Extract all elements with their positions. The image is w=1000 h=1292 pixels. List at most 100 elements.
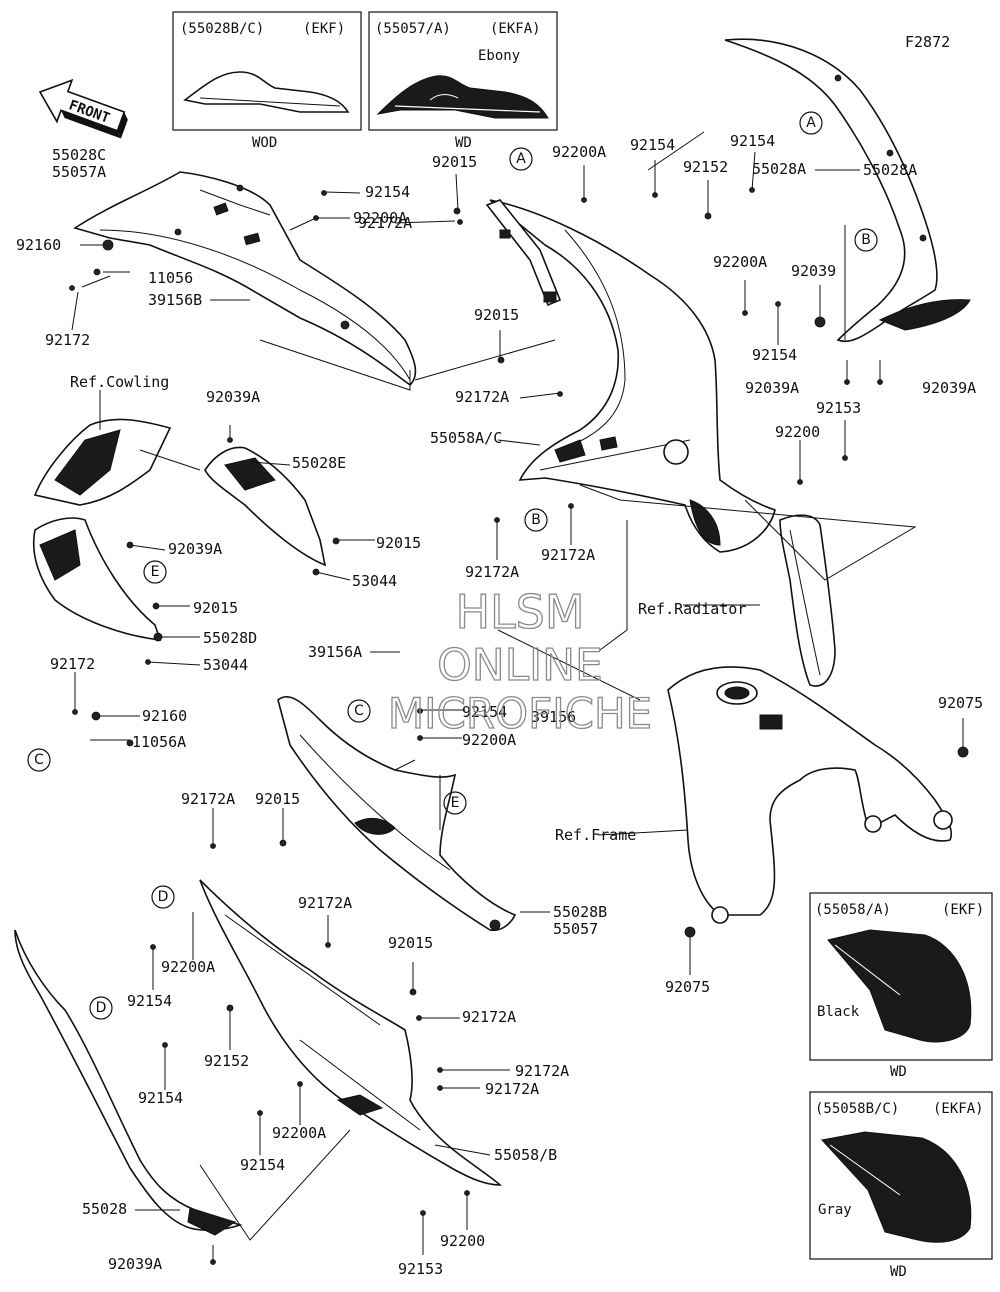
variant-code: (55028B/C)	[180, 21, 264, 37]
part-label: 92172	[50, 655, 95, 673]
svg-text:ONLINE: ONLINE	[437, 640, 603, 691]
variant-box-ekfa-lower: (55058B/C) (EKFA) Gray WD	[809, 1091, 993, 1280]
ref-radiator-label: Ref.Radiator	[638, 600, 746, 618]
side-duct-part	[32, 517, 162, 641]
part-label: 92200A	[462, 731, 516, 749]
part-label: 11056	[148, 269, 193, 287]
svg-text:D: D	[158, 889, 169, 905]
part-label: 92075	[938, 694, 983, 712]
frame-ref-part	[667, 666, 953, 924]
variant-region: (EKFA)	[490, 21, 541, 37]
variant-color: Gray	[818, 1202, 852, 1218]
part-label: 92039A	[206, 388, 260, 406]
part-label: 92039A	[168, 540, 222, 558]
variant-color: Black	[817, 1004, 860, 1020]
variant-color: Ebony	[478, 48, 520, 64]
figure-code: F2872	[905, 33, 950, 51]
variant-code: (55058B/C)	[815, 1101, 899, 1117]
svg-text:D: D	[96, 1000, 107, 1016]
leader-lines	[71, 131, 964, 1265]
part-label: 55028E	[292, 454, 346, 472]
part-label: 39156A	[308, 643, 362, 661]
part-label: 92200	[440, 1232, 485, 1250]
part-label: 92039	[791, 262, 836, 280]
part-label: 55028A	[863, 161, 917, 179]
part-label: 92160	[142, 707, 187, 725]
callout-b-bottom: B	[524, 508, 548, 532]
part-label: 55057A	[52, 163, 106, 181]
part-label: 92015	[388, 934, 433, 952]
part-label: 92015	[376, 534, 421, 552]
side-strip-part	[724, 38, 971, 343]
callout-d-left: D	[89, 996, 113, 1020]
part-label: 92015	[432, 153, 477, 171]
ref-frame-label: Ref.Frame	[555, 826, 636, 844]
part-label: 55028A	[752, 160, 806, 178]
inner-duct-part	[204, 446, 327, 567]
part-label: 55057	[553, 920, 598, 938]
part-label: 92039A	[745, 379, 799, 397]
lower-panel-part	[277, 696, 517, 932]
part-label: 39156	[531, 708, 576, 726]
variant-caption: WD	[455, 135, 472, 151]
part-label: 55028D	[203, 629, 257, 647]
variant-caption: WOD	[252, 135, 277, 151]
svg-text:HLSM: HLSM	[455, 585, 584, 639]
part-label: 92200A	[552, 143, 606, 161]
svg-text:MICROFICHE: MICROFICHE	[388, 689, 652, 738]
part-label: 92172A	[298, 894, 352, 912]
part-label: 92172A	[541, 546, 595, 564]
part-label: 92154	[138, 1089, 183, 1107]
part-label: 39156B	[148, 291, 202, 309]
callout-c-mid: C	[347, 699, 371, 723]
part-label: 92172A	[515, 1062, 569, 1080]
part-label: 53044	[203, 656, 248, 674]
svg-text:B: B	[861, 232, 871, 248]
part-label: 53044	[352, 572, 397, 590]
part-label: 92015	[474, 306, 519, 324]
variant-caption: WD	[890, 1264, 907, 1280]
callout-e-mid: E	[443, 791, 467, 815]
callout-markers: A A B B C C D D E E	[27, 111, 878, 1020]
watermark: HLSM ONLINE MICROFICHE	[387, 584, 652, 738]
ref-cowling-label: Ref.Cowling	[70, 373, 169, 391]
svg-text:C: C	[34, 752, 44, 768]
part-label: 92154	[240, 1156, 285, 1174]
part-label: 11056A	[132, 733, 186, 751]
part-label: 92154	[730, 132, 775, 150]
callout-b-top: B	[854, 228, 878, 252]
part-label: 92153	[398, 1260, 443, 1278]
part-label: 92154	[630, 136, 675, 154]
part-label: 92039A	[922, 379, 976, 397]
part-label: 55028B	[553, 903, 607, 921]
callout-a-right: A	[799, 111, 823, 135]
part-label: 92154	[365, 183, 410, 201]
variant-box-ekfa-upper: (55057/A) (EKFA) Ebony WD	[368, 11, 558, 151]
front-arrow-icon: FRONT	[38, 78, 128, 139]
variant-region: (EKFA)	[933, 1101, 984, 1117]
part-label: 92015	[193, 599, 238, 617]
part-label: 92172	[45, 331, 90, 349]
upper-cowl-part	[73, 171, 417, 387]
callout-e-left: E	[143, 560, 167, 584]
part-label: 92153	[816, 399, 861, 417]
part-label: 92152	[683, 158, 728, 176]
variant-caption: WD	[890, 1064, 907, 1080]
part-labels: 55028C 55057A 92160 11056 92172 39156B 9…	[16, 132, 983, 1278]
part-label: 92172A	[462, 1008, 516, 1026]
svg-text:E: E	[151, 564, 160, 580]
svg-text:A: A	[806, 115, 816, 131]
part-label: 55028	[82, 1200, 127, 1218]
variant-code: (55057/A)	[375, 21, 451, 37]
part-label: 92172A	[465, 563, 519, 581]
part-label: 92160	[16, 236, 61, 254]
variant-box-ekf-upper: (55028B/C) (EKF) WOD	[172, 11, 362, 151]
part-label: 55028C	[52, 146, 106, 164]
variant-region: (EKF)	[303, 21, 345, 37]
callout-a-left: A	[509, 147, 533, 171]
svg-text:A: A	[516, 151, 526, 167]
part-label: 92075	[665, 978, 710, 996]
svg-text:C: C	[354, 703, 364, 719]
part-label: 92172A	[455, 388, 509, 406]
